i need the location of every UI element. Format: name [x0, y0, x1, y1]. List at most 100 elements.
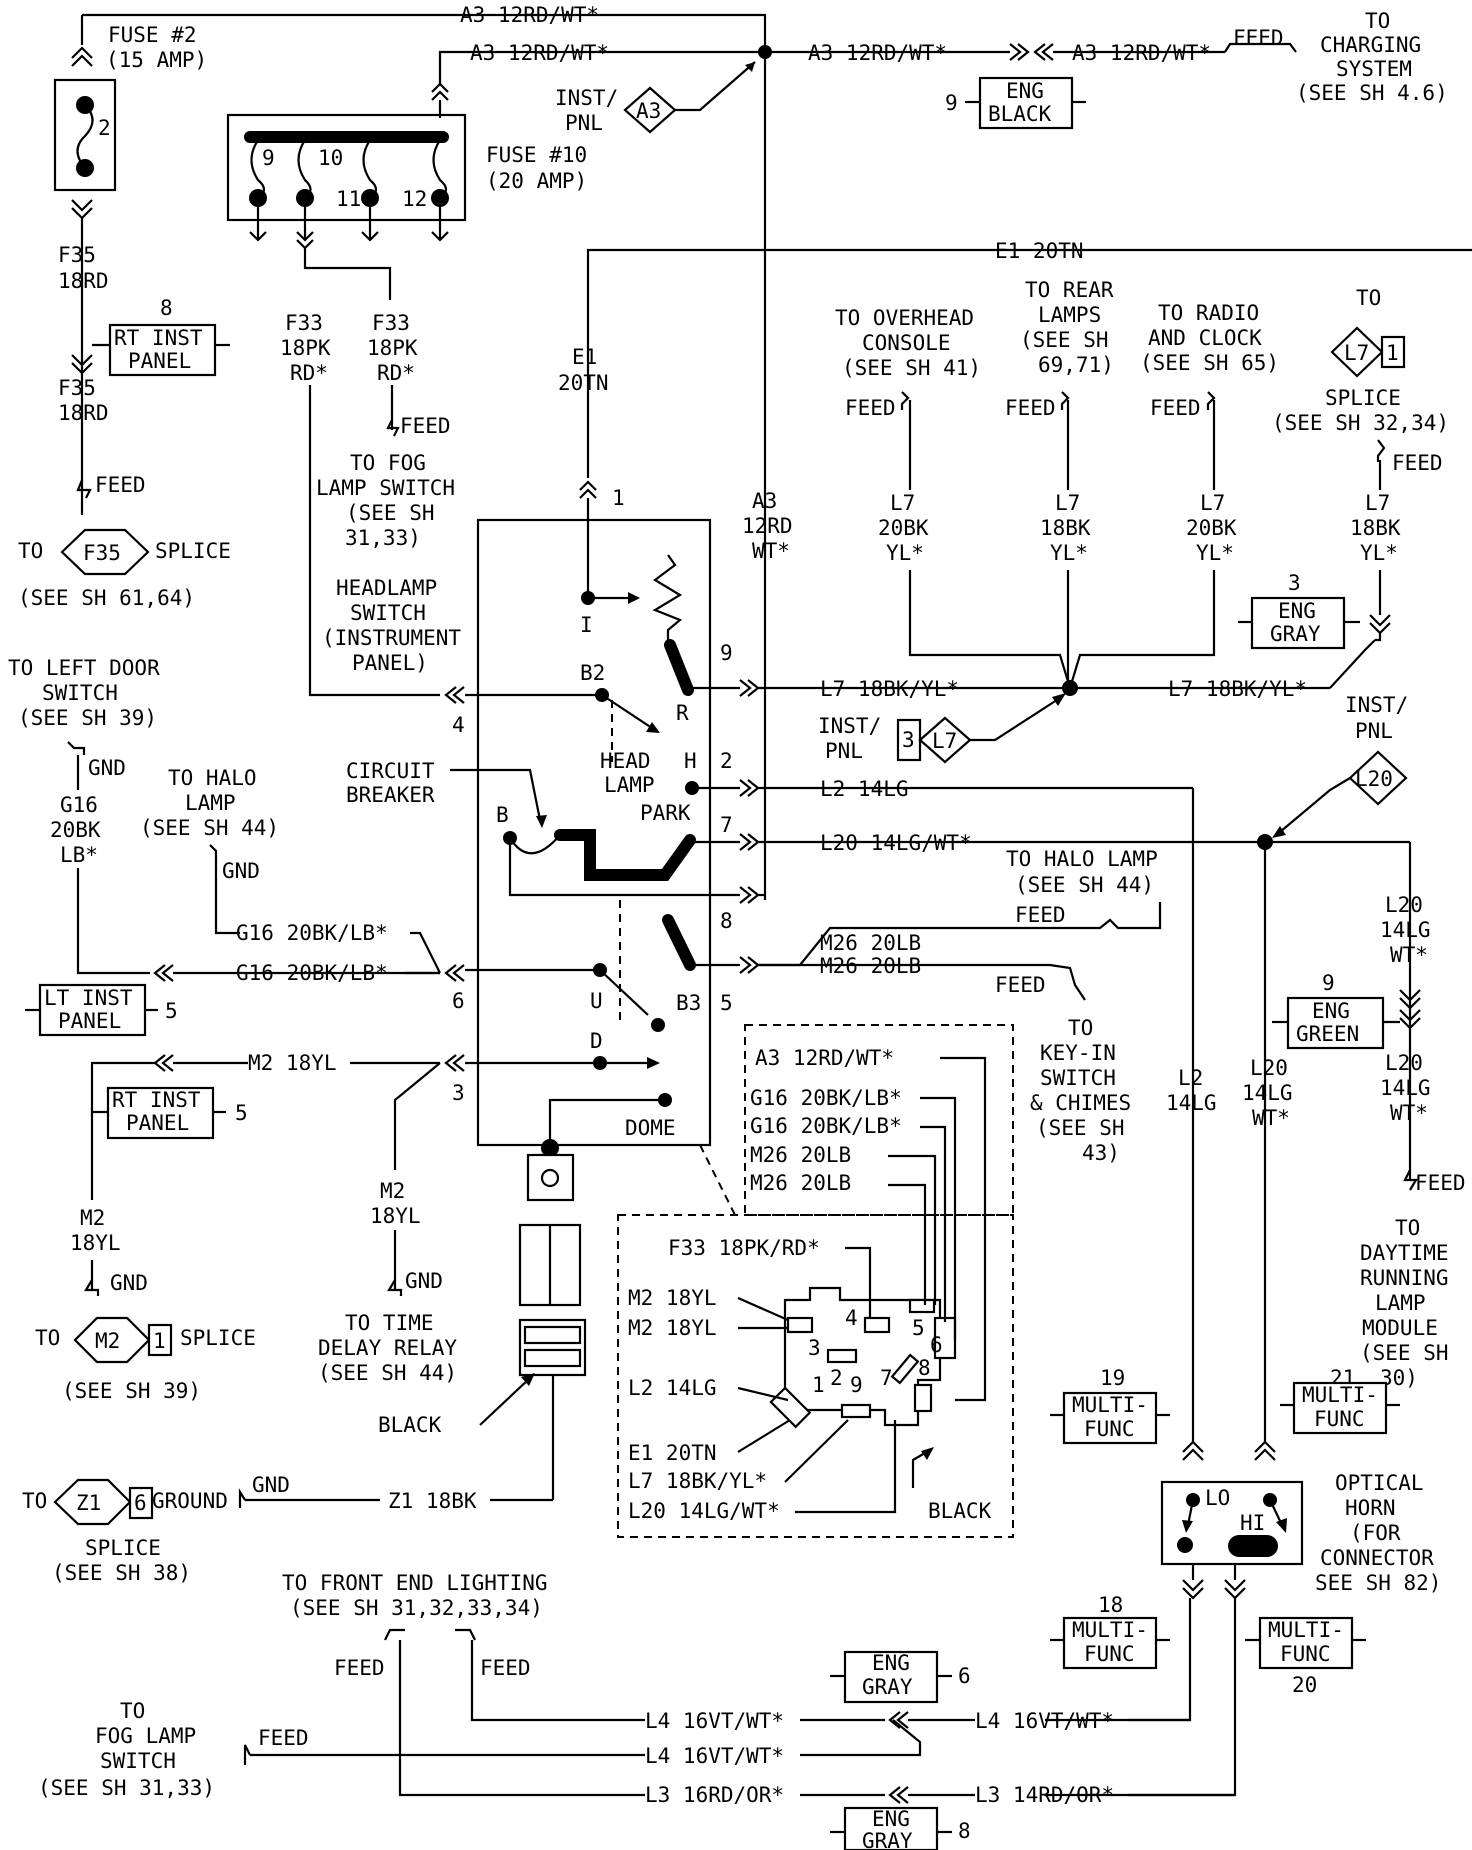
m2-splice-to: TO — [35, 1326, 60, 1350]
optical-horn-1: OPTICAL — [1335, 1471, 1424, 1495]
wire-z1: Z1 18BK — [388, 1489, 477, 1513]
eng-green-line2: GREEN — [1296, 1022, 1359, 1046]
wire-l7-splice-1: L7 — [1365, 491, 1390, 515]
to-front-end-1: TO FRONT END LIGHTING — [282, 1571, 548, 1595]
e1-circuit: E1 20TN E1 20TN 1 — [558, 239, 1472, 510]
wire-f35-a-1: F35 — [58, 243, 96, 267]
rt-inst-8-pin: 8 — [160, 296, 173, 320]
to-halo-left-3: (SEE SH 44) — [140, 816, 279, 840]
wire-l2-vert-2: 14LG — [1166, 1091, 1217, 1115]
fuse-10-tab-11: 11 — [336, 187, 361, 211]
pin-5-switch: 5 — [720, 991, 733, 1015]
m2-circuit: M2 18YL RT INST PANEL 5 M2 18YL GND TO M… — [35, 1051, 465, 1403]
wire-g16-vert-1: G16 — [60, 793, 98, 817]
to-overhead-1: TO OVERHEAD — [835, 306, 974, 330]
pin-2-switch: 2 — [720, 749, 733, 773]
headlamp-switch-3: (INSTRUMENT — [322, 626, 461, 650]
wire-l7-radio-3: YL* — [1196, 541, 1234, 565]
wire-m2-a: M2 18YL — [248, 1051, 337, 1075]
optical-horn-5: SEE SH 82) — [1315, 1571, 1441, 1595]
wire-l7-main: L7 18BK/YL* — [820, 677, 959, 701]
fuse-2-amp: (15 AMP) — [106, 48, 207, 72]
terminal-d: D — [590, 1029, 603, 1053]
fuse-2-number: 2 — [98, 116, 111, 140]
inst-pnl-a3-1: INST/ — [555, 86, 618, 110]
wire-g16-a: G16 20BK/LB* — [236, 921, 388, 945]
to-drl-2: DAYTIME — [1360, 1241, 1449, 1265]
to-front-end-2: (SEE SH 31,32,33,34) — [290, 1596, 543, 1620]
multi-20-line2: FUNC — [1280, 1642, 1331, 1666]
terminal-b2: B2 — [580, 661, 605, 685]
wire-l20-vert-c-3: WT* — [1252, 1106, 1290, 1130]
to-fog-switch2-4: (SEE SH 31,33) — [38, 1776, 215, 1800]
wire-f35-a-2: 18RD — [58, 269, 109, 293]
wire-f35-b-2: 18RD — [58, 401, 109, 425]
wire-a3-feed: A3 12RD/WT* — [1072, 41, 1211, 65]
rt-inst-5-line2: PANEL — [126, 1111, 189, 1135]
wire-g16-vert-2: 20BK — [50, 818, 101, 842]
lt-inst-5-pin: 5 — [165, 999, 178, 1023]
to-rear-2: LAMPS — [1038, 303, 1101, 327]
z1-splice: SPLICE — [85, 1536, 161, 1560]
to-left-door-1: TO LEFT DOOR — [8, 656, 160, 680]
to-l7-splice-to: TO — [1356, 286, 1381, 310]
eng-gray-6-line2: GRAY — [862, 1675, 913, 1699]
splice-tag-l20: L20 — [1355, 767, 1393, 791]
wire-a3-vert-1: A3 — [752, 489, 777, 513]
to-fog-switch2-1: TO — [120, 1699, 145, 1723]
wire-e1-vert-2: 20TN — [558, 371, 609, 395]
terminal-b: B — [496, 803, 509, 827]
fuse-10-title: FUSE #10 — [486, 143, 587, 167]
wire-a3-vert-2: 12RD — [742, 514, 793, 538]
wire-l7-right: L7 18BK/YL* — [1168, 677, 1307, 701]
eng-green-pin: 9 — [1322, 971, 1335, 995]
eng-gray-3-line1: ENG — [1278, 599, 1316, 623]
to-fog-switch-2: LAMP SWITCH — [316, 476, 455, 500]
halo-right-feed: FEED — [1015, 903, 1066, 927]
fuse-10-tab-12: 12 — [402, 187, 427, 211]
wire-f33-a-1: F33 — [285, 311, 323, 335]
wire-f33-b-2: 18PK — [367, 336, 418, 360]
splice-tag-f35: F35 — [83, 541, 121, 565]
fuse-2-title: FUSE #2 — [108, 23, 197, 47]
wire-f33-a-3: RD* — [290, 361, 328, 385]
inst-pnl-l7-1: INST/ — [818, 714, 881, 738]
to-drl-1: TO — [1395, 1216, 1420, 1240]
wire-f33-b-1: F33 — [372, 311, 410, 335]
head-lamp-1: HEAD — [600, 749, 651, 773]
to-keyin-4: & CHIMES — [1030, 1091, 1131, 1115]
inset-pin-1: 1 — [812, 1373, 825, 1397]
to-l7-splice-2: SPLICE — [1325, 386, 1401, 410]
optical-horn-4: CONNECTOR — [1320, 1546, 1434, 1570]
to-fog-switch-3: (SEE SH — [346, 501, 435, 525]
terminal-i: I — [580, 613, 593, 637]
splice-tag-l7: L7 — [932, 729, 957, 753]
to-radio-2: AND CLOCK — [1148, 326, 1262, 350]
wire-l7-rear-2: 18BK — [1040, 516, 1091, 540]
wire-g16-b: G16 20BK/LB* — [236, 961, 388, 985]
pin-8-switch: 8 — [720, 909, 733, 933]
splice-tag-a3: A3 — [636, 99, 661, 123]
wire-l7-splice-3: YL* — [1360, 541, 1398, 565]
front-end-lighting: TO FRONT END LIGHTING (SEE SH 31,32,33,3… — [38, 1571, 1235, 1850]
to-drl-3: RUNNING — [1360, 1266, 1449, 1290]
multi-19-line1: MULTI- — [1072, 1393, 1148, 1417]
z1-gnd: GND — [252, 1473, 290, 1497]
splice-tag-z1-pin: 6 — [134, 1491, 147, 1515]
to-left-door-3: (SEE SH 39) — [18, 706, 157, 730]
circuit-breaker-1: CIRCUIT — [346, 759, 435, 783]
inset-g16-a: G16 20BK/LB* — [750, 1086, 902, 1110]
to-charging-4: (SEE SH 4.6) — [1296, 81, 1448, 105]
multi-20-pin: 20 — [1292, 1673, 1317, 1697]
m2-splice-see: (SEE SH 39) — [62, 1379, 201, 1403]
m2-gnd: GND — [110, 1271, 148, 1295]
inset-l2: L2 14LG — [628, 1376, 717, 1400]
to-rear-3: (SEE SH — [1020, 328, 1109, 352]
inset-m26-b: M26 20LB — [750, 1171, 851, 1195]
wire-l20-vert-b-1: L20 — [1385, 1051, 1423, 1075]
rt-inst-8-line2: PANEL — [128, 349, 191, 373]
wire-l7-rear-3: YL* — [1050, 541, 1088, 565]
time-delay-gnd: GND — [405, 1269, 443, 1293]
eng-gray-3-pin: 3 — [1288, 571, 1301, 595]
optical-horn-2: HORN — [1345, 1496, 1396, 1520]
